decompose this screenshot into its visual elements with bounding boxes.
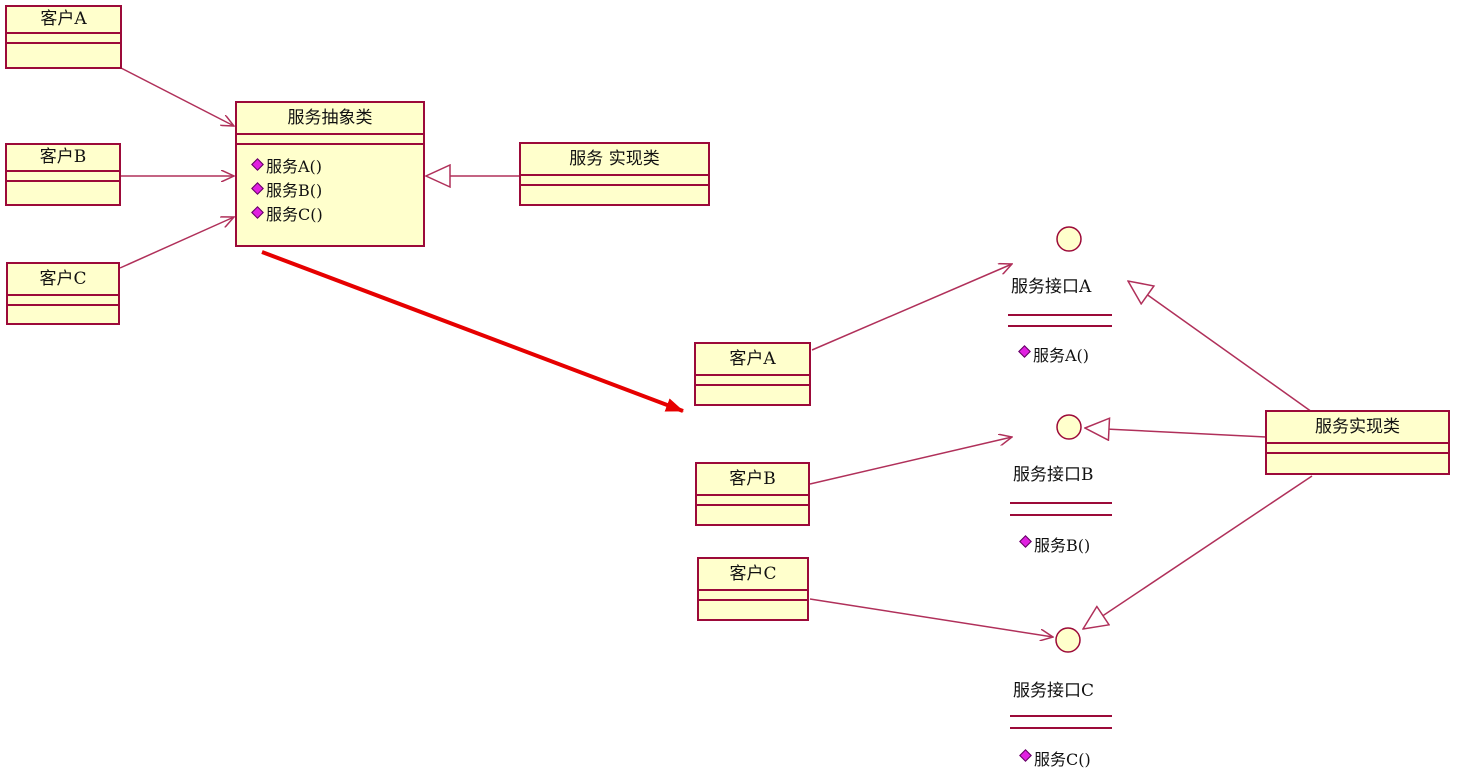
class-name: 服务抽象类 bbox=[237, 103, 423, 135]
interface-c-compartments bbox=[1010, 715, 1112, 729]
interface-lollipop-icon bbox=[1055, 627, 1081, 653]
operation-diamond-icon bbox=[1019, 534, 1032, 548]
operation-label: 服务A() bbox=[266, 157, 323, 176]
operations-compartment: 服务A() 服务B() 服务C() bbox=[237, 145, 423, 227]
class-name: 客户A bbox=[696, 344, 809, 376]
interface-lollipop-icon bbox=[1056, 226, 1082, 252]
realization-interface-c bbox=[1083, 475, 1313, 629]
transform-arrow-icon bbox=[261, 250, 684, 413]
assoc-right-client-a bbox=[811, 264, 1012, 351]
attributes-compartment bbox=[699, 591, 807, 601]
attributes-compartment bbox=[697, 496, 808, 506]
interface-b-operation: 服务B() bbox=[1019, 532, 1091, 556]
attributes-compartment bbox=[237, 135, 423, 145]
operation-diamond-icon bbox=[1019, 748, 1032, 762]
right-service-impl-class[interactable]: 服务实现类 bbox=[1265, 410, 1450, 475]
operation-diamond-icon bbox=[251, 205, 264, 219]
operation-row: 服务B() bbox=[251, 179, 423, 203]
interface-a-label[interactable]: 服务接口A bbox=[1011, 277, 1092, 297]
left-client-c[interactable]: 客户C bbox=[6, 262, 120, 325]
attributes-compartment bbox=[8, 296, 118, 306]
interface-lollipop-icon bbox=[1056, 414, 1082, 440]
attributes-compartment bbox=[7, 34, 120, 44]
operation-label: 服务B() bbox=[266, 181, 323, 200]
operation-label: 服务B() bbox=[1034, 536, 1091, 555]
operation-label: 服务C() bbox=[1034, 750, 1091, 769]
interface-a-compartments bbox=[1008, 314, 1112, 327]
operation-row: 服务A() bbox=[251, 155, 423, 179]
operation-label: 服务C() bbox=[266, 205, 323, 224]
attributes-compartment bbox=[696, 376, 809, 386]
interface-b-label[interactable]: 服务接口B bbox=[1013, 465, 1094, 485]
attributes-compartment bbox=[7, 172, 119, 182]
operation-diamond-icon bbox=[1018, 344, 1031, 358]
class-name: 客户C bbox=[699, 559, 807, 591]
service-abstract-class[interactable]: 服务抽象类 服务A() 服务B() 服务C() bbox=[235, 101, 425, 247]
operation-diamond-icon bbox=[251, 157, 264, 171]
left-client-a[interactable]: 客户A bbox=[5, 5, 122, 69]
left-service-impl-class[interactable]: 服务 实现类 bbox=[519, 142, 710, 206]
assoc-right-client-c bbox=[809, 598, 1053, 637]
right-client-b[interactable]: 客户B bbox=[695, 462, 810, 526]
assoc-left-client-a bbox=[120, 67, 234, 126]
interface-a-operation: 服务A() bbox=[1018, 342, 1090, 366]
class-name: 客户A bbox=[7, 7, 120, 34]
realization-interface-a bbox=[1128, 281, 1313, 413]
interface-c-operation: 服务C() bbox=[1019, 746, 1091, 770]
right-client-c[interactable]: 客户C bbox=[697, 557, 809, 621]
class-name: 服务实现类 bbox=[1267, 412, 1448, 444]
operation-label: 服务A() bbox=[1033, 346, 1090, 365]
assoc-right-client-b bbox=[809, 437, 1012, 485]
attributes-compartment bbox=[521, 176, 708, 186]
assoc-left-client-c bbox=[119, 217, 234, 269]
realization-interface-b bbox=[1085, 428, 1267, 437]
left-client-b[interactable]: 客户B bbox=[5, 143, 121, 206]
operation-diamond-icon bbox=[251, 181, 264, 195]
interface-b-compartments bbox=[1010, 502, 1112, 516]
operation-row: 服务C() bbox=[251, 203, 423, 227]
class-name: 客户C bbox=[8, 264, 118, 296]
right-client-a[interactable]: 客户A bbox=[694, 342, 811, 406]
class-name: 客户B bbox=[697, 464, 808, 496]
attributes-compartment bbox=[1267, 444, 1448, 454]
class-name: 服务 实现类 bbox=[521, 144, 708, 176]
class-name: 客户B bbox=[7, 145, 119, 172]
interface-c-label[interactable]: 服务接口C bbox=[1013, 681, 1095, 701]
